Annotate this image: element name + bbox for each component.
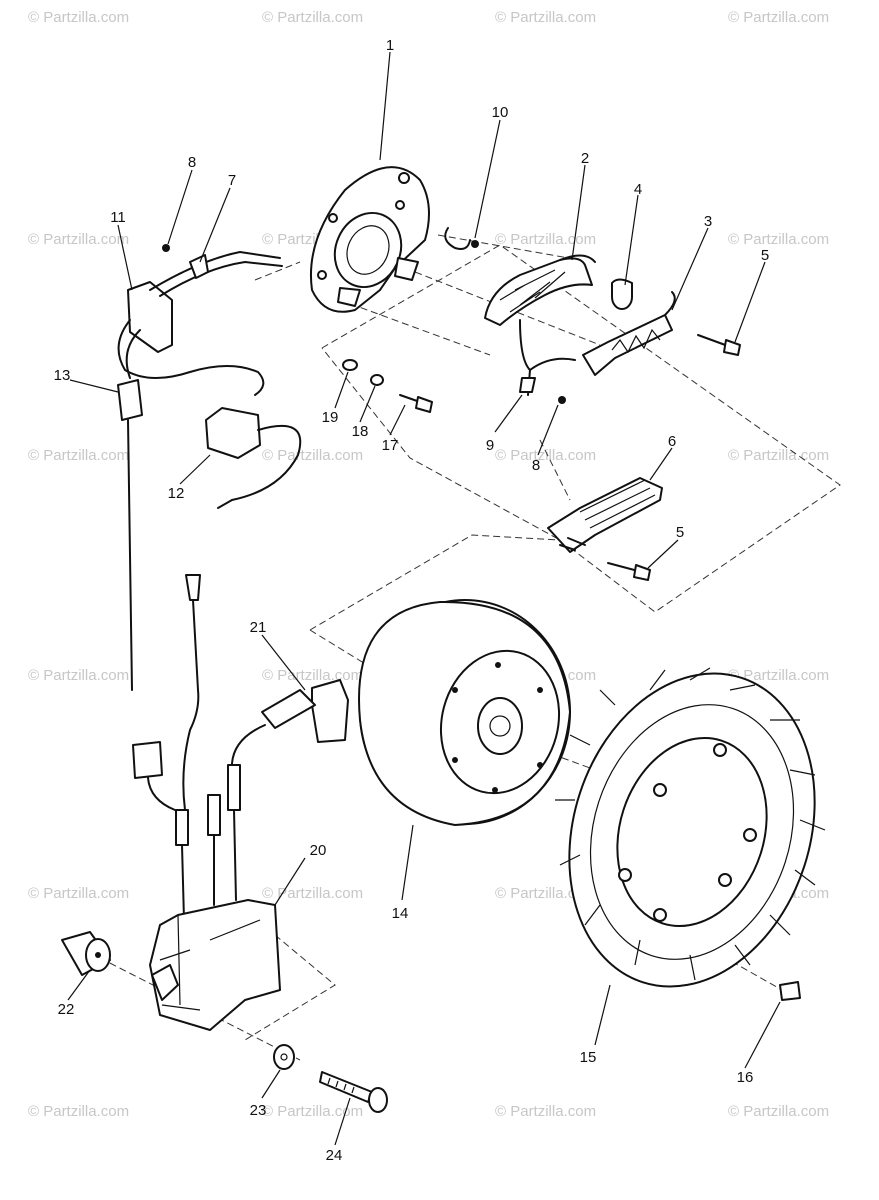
callout-23: 23 — [250, 1102, 267, 1119]
callout-18: 18 — [352, 423, 369, 440]
spacer — [611, 278, 633, 310]
watermark-text: © Partzilla.com — [28, 9, 129, 26]
lighting-coil — [547, 477, 663, 553]
rectifier-module — [205, 407, 302, 509]
plug-connector — [117, 379, 143, 691]
watermark-text: © Partzilla.com — [28, 231, 129, 248]
callout-numbers: 1 2 3 4 5 5 6 7 8 8 9 10 11 12 13 14 15 … — [54, 37, 770, 1164]
coil-wiring — [519, 319, 576, 396]
watermark-text: © Partzilla.com — [262, 885, 363, 902]
watermark-text: © Partzilla.com — [262, 9, 363, 26]
spark-plug-cap — [230, 679, 349, 771]
watermark-text: © Partzilla.com — [262, 667, 363, 684]
callout-6: 6 — [668, 433, 676, 450]
small-screw — [162, 244, 566, 404]
callout-20: 20 — [310, 842, 327, 859]
long-bolt — [319, 1071, 388, 1113]
callout-2: 2 — [581, 150, 589, 167]
cooling-fan — [555, 667, 826, 988]
mounting-screw — [607, 562, 651, 581]
callout-1: 1 — [386, 37, 394, 54]
callout-7: 7 — [228, 172, 236, 189]
leader-lines — [67, 51, 781, 1146]
bolt — [399, 394, 433, 413]
cdi-ignition-unit — [149, 899, 281, 1031]
callout-11: 11 — [110, 209, 126, 226]
wire-harness — [117, 251, 283, 396]
callout-13: 13 — [54, 367, 71, 384]
callout-19: 19 — [322, 409, 339, 426]
watermark-text: © Partzilla.com — [728, 1103, 829, 1120]
callout-5: 5 — [761, 247, 769, 264]
watermark-text: © Partzilla.com — [495, 231, 596, 248]
watermark-text: © Partzilla.com — [495, 9, 596, 26]
watermark-text: © Partzilla.com — [728, 447, 829, 464]
stator-base-plate — [310, 166, 430, 313]
watermark-text: © Partzilla.com — [28, 667, 129, 684]
washer — [342, 359, 384, 386]
callout-21: 21 — [250, 619, 267, 636]
callout-12: 12 — [168, 485, 185, 502]
pulser-coil — [484, 254, 596, 326]
clip-and-screw — [444, 227, 479, 250]
callout-16: 16 — [737, 1069, 754, 1086]
mounting-screw — [697, 334, 741, 356]
watermark-text: © Partzilla.com — [495, 447, 596, 464]
watermark-text: © Partzilla.com — [28, 447, 129, 464]
watermark-text: © Partzilla.com — [495, 885, 596, 902]
callout-3: 3 — [704, 213, 712, 230]
callout-17: 17 — [382, 437, 399, 454]
fan-bolt — [779, 981, 801, 1001]
watermark-text: © Partzilla.com — [495, 1103, 596, 1120]
watermark-text: © Partzilla.com — [28, 1103, 129, 1120]
callout-4: 4 — [634, 181, 642, 198]
callout-24: 24 — [326, 1147, 343, 1164]
flywheel-rotor — [358, 599, 571, 826]
callout-8: 8 — [532, 457, 540, 474]
watermark-text: © Partzilla.com — [262, 1103, 363, 1120]
watermark-text: © Partzilla.com — [28, 885, 129, 902]
callout-15: 15 — [580, 1049, 597, 1066]
callout-14: 14 — [392, 905, 409, 922]
collar-spacer — [61, 931, 111, 976]
watermark-text: © Partzilla.com — [728, 9, 829, 26]
washer-23 — [273, 1044, 295, 1070]
callout-10: 10 — [492, 104, 509, 121]
callout-8: 8 — [188, 154, 196, 171]
ignition-wiring — [132, 574, 241, 921]
callout-5: 5 — [676, 524, 684, 541]
watermark-text: © Partzilla.com — [262, 447, 363, 464]
callout-9: 9 — [486, 437, 494, 454]
watermark-text: © Partzilla.com — [728, 667, 829, 684]
charge-coil — [582, 291, 676, 376]
callout-22: 22 — [58, 1001, 75, 1018]
watermark-text: © Partzilla.com — [728, 231, 829, 248]
